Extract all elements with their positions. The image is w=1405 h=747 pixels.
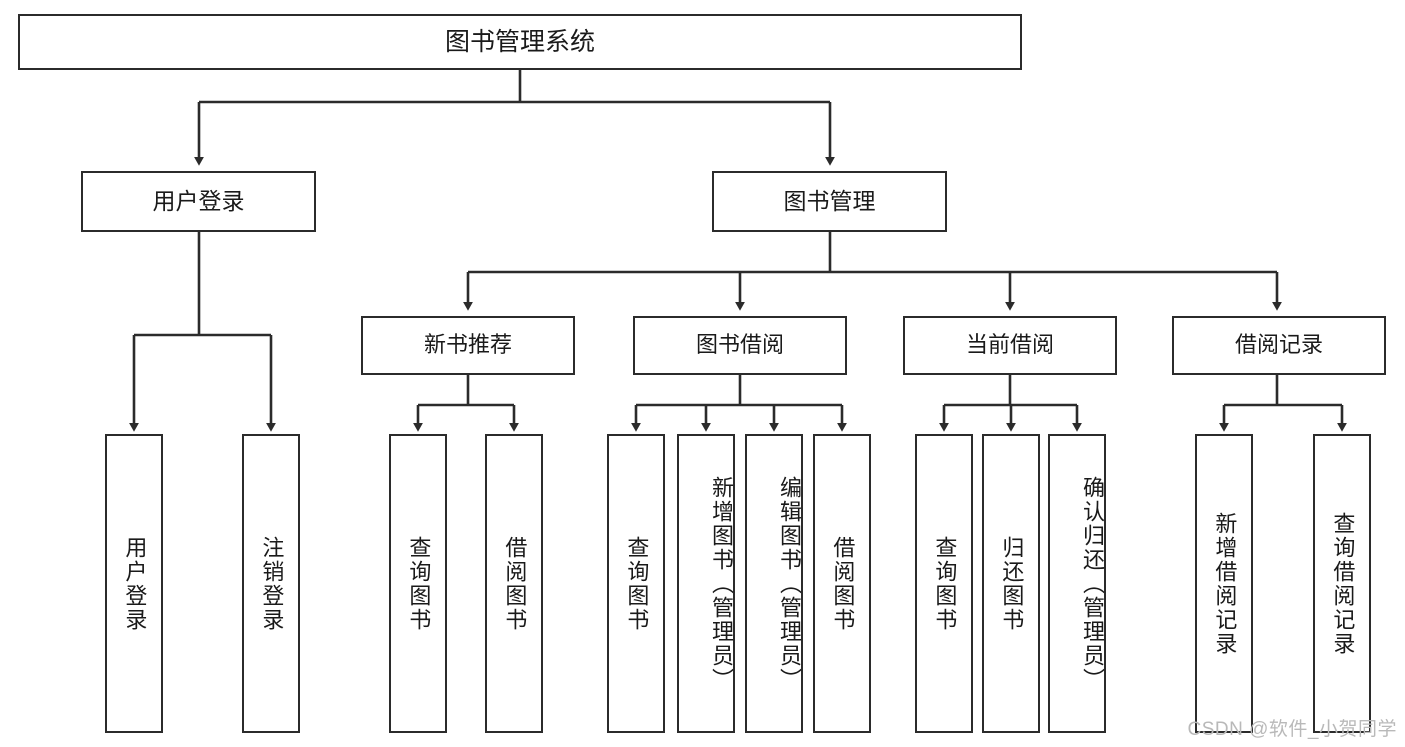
node-label: 用户登录	[122, 535, 148, 632]
node-label: 编辑图书（管理员）	[777, 475, 802, 692]
csdn-watermark: CSDN @软件_小贺同学	[1187, 719, 1397, 740]
node-user-login[interactable]: 用户登录	[81, 171, 316, 232]
node-leaf-logout-login[interactable]: 注销登录	[242, 434, 300, 733]
node-label: 确认归还（管理员）	[1080, 475, 1105, 692]
node-leaf-query-book-borrow[interactable]: 查询图书	[607, 434, 665, 733]
node-label: 查询借阅记录	[1330, 511, 1356, 656]
node-leaf-borrow-book-borrow[interactable]: 借阅图书	[813, 434, 871, 733]
node-leaf-edit-book[interactable]: 编辑图书（管理员）	[745, 434, 803, 733]
node-label: 借阅图书	[502, 535, 528, 632]
node-label: 借阅图书	[830, 535, 856, 632]
node-book-management[interactable]: 图书管理	[712, 171, 947, 232]
node-label: 新增借阅记录	[1212, 511, 1238, 656]
node-leaf-return-book[interactable]: 归还图书	[982, 434, 1040, 733]
node-label: 用户登录	[152, 187, 245, 214]
node-label: 新书推荐	[423, 332, 512, 358]
node-label: 图书管理系统	[444, 28, 595, 56]
node-label: 当前借阅	[965, 332, 1054, 358]
node-leaf-confirm-return[interactable]: 确认归还（管理员）	[1048, 434, 1106, 733]
node-leaf-add-borrow-record[interactable]: 新增借阅记录	[1195, 434, 1253, 733]
node-label: 注销登录	[259, 535, 285, 632]
node-leaf-borrow-book-newbook[interactable]: 借阅图书	[485, 434, 543, 733]
node-label: 新增图书（管理员）	[709, 475, 734, 692]
node-leaf-user-login[interactable]: 用户登录	[105, 434, 163, 733]
node-label: 查询图书	[406, 535, 432, 632]
node-label: 借阅记录	[1234, 332, 1323, 358]
node-label: 查询图书	[932, 535, 958, 632]
node-label: 图书借阅	[695, 332, 784, 358]
node-book-borrow[interactable]: 图书借阅	[633, 316, 847, 375]
node-leaf-add-book[interactable]: 新增图书（管理员）	[677, 434, 735, 733]
node-label: 归还图书	[999, 535, 1025, 632]
node-label: 查询图书	[624, 535, 650, 632]
node-borrow-record[interactable]: 借阅记录	[1172, 316, 1386, 375]
node-label: 图书管理	[783, 187, 876, 214]
node-new-book-recommend[interactable]: 新书推荐	[361, 316, 575, 375]
node-current-borrow[interactable]: 当前借阅	[903, 316, 1117, 375]
node-leaf-query-book-current[interactable]: 查询图书	[915, 434, 973, 733]
node-root-book-management-system[interactable]: 图书管理系统	[18, 14, 1022, 70]
node-leaf-query-book-newbook[interactable]: 查询图书	[389, 434, 447, 733]
node-leaf-query-borrow-record[interactable]: 查询借阅记录	[1313, 434, 1371, 733]
